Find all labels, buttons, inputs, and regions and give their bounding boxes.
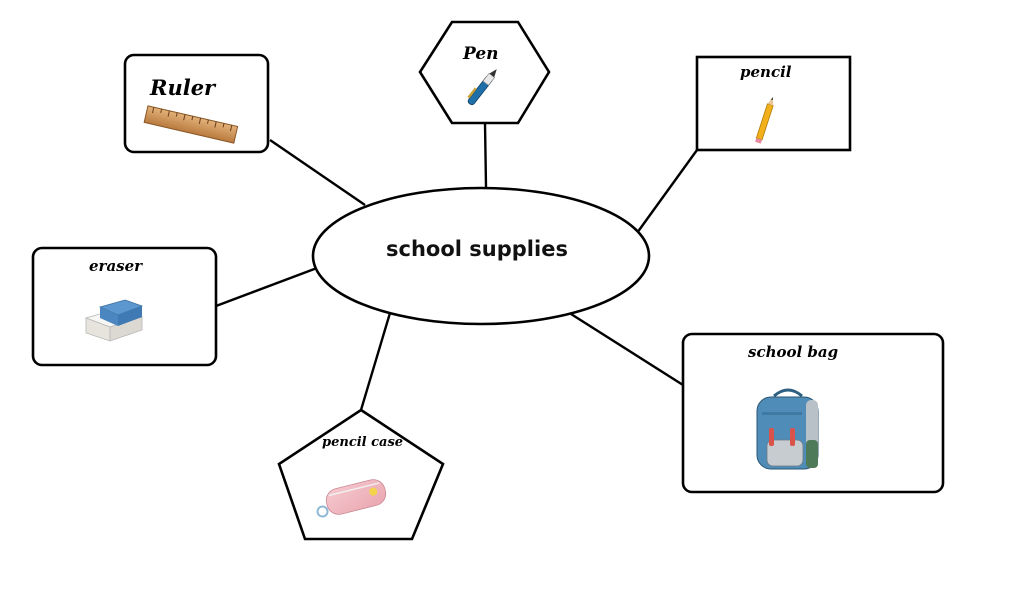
- ruler-icon: [143, 105, 239, 144]
- connector-pencil-case: [359, 312, 392, 411]
- connector-ruler: [269, 139, 366, 206]
- connectors: [215, 122, 698, 411]
- backpack-icon: [756, 388, 819, 470]
- connector-pen: [483, 122, 488, 188]
- node-pen-label: Pen: [462, 44, 499, 64]
- node-pencil-case-label: pencil case: [322, 435, 403, 450]
- node-school-bag-label: school bag: [748, 343, 838, 361]
- center-label: school supplies: [386, 237, 568, 261]
- connector-pencil: [636, 149, 698, 234]
- node-eraser-label: eraser: [89, 257, 143, 275]
- center-node: school supplies: [311, 186, 651, 326]
- node-ruler-label: Ruler: [149, 75, 217, 100]
- eraser-icon: [84, 299, 144, 342]
- node-pencil-case: pencil case: [277, 408, 445, 541]
- node-pen: Pen: [418, 20, 551, 125]
- node-pencil-label: pencil: [740, 63, 792, 81]
- node-pencil: pencil: [695, 55, 852, 152]
- pencil-case-icon: [316, 479, 387, 518]
- node-eraser: eraser: [31, 246, 218, 367]
- connector-eraser: [215, 266, 318, 308]
- node-school-bag: school bag: [681, 332, 945, 494]
- pen-icon: [467, 69, 497, 106]
- pencil-icon: [755, 97, 774, 144]
- connector-school-bag: [570, 312, 684, 387]
- node-ruler: Ruler: [123, 53, 270, 154]
